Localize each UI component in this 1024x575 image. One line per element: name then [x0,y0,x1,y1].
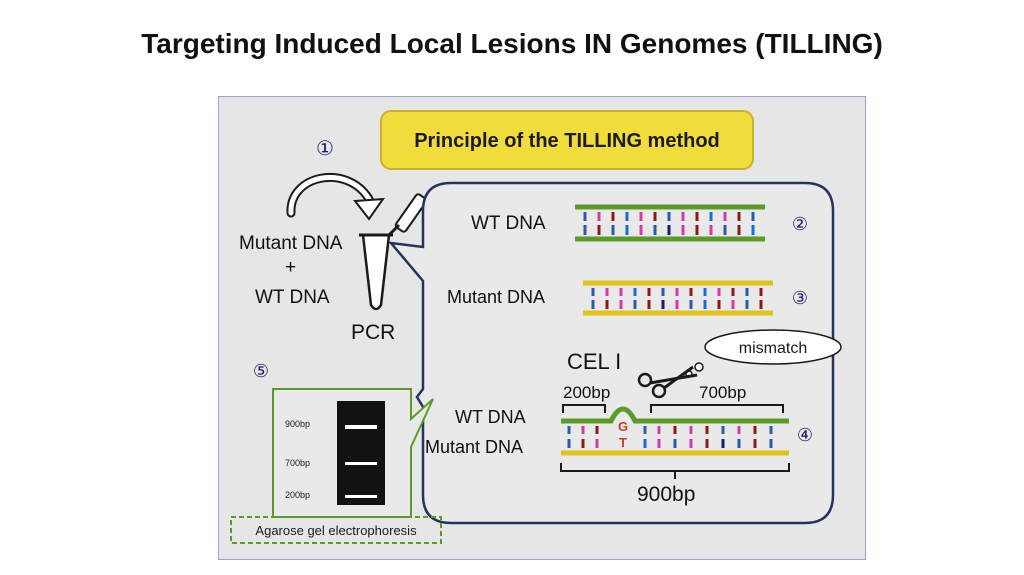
gel-marker-200: 200bp [285,490,310,500]
banner-box [380,110,754,170]
wt-dna-ladder [575,204,765,242]
left-plus-sign: + [285,257,297,278]
mutant-dna-label: Mutant DNA [447,287,546,307]
gel-band-700 [345,462,377,465]
pcr-label: PCR [351,321,396,344]
bracket-700bp [650,404,784,413]
cel1-label: CEL I [567,349,622,374]
banner-text: Principle of the TILLING method [414,130,720,152]
step-4-marker: ④ [797,425,813,445]
gel-band-900 [345,425,377,429]
mismatch-base-top: G [618,419,628,434]
left-mutant-dna-label: Mutant DNA [239,233,343,254]
bracket-200bp [562,404,606,413]
curved-arrow-icon [286,172,374,218]
scissors-icon [637,365,698,399]
step-2-marker: ② [792,214,808,234]
diagram-canvas: Principle of the TILLING method ① [230,110,842,544]
gel-caption: Agarose gel electrophoresis [255,523,417,538]
fragment-700bp-label: 700bp [699,383,747,402]
left-wt-dna-label: WT DNA [255,287,330,308]
full-length-label: 900bp [637,483,696,506]
step-3-marker: ③ [792,288,808,308]
heteroduplex-wt-label: WT DNA [455,407,526,427]
wt-dna-label: WT DNA [471,213,546,234]
tilling-diagram: Principle of the TILLING method ① [218,96,866,560]
step-5-marker: ⑤ [253,361,269,381]
arrow-head-icon [353,197,386,221]
gel-marker-700: 700bp [285,458,310,468]
pipette-icon [385,193,428,239]
detail-panel [387,181,835,525]
mismatch-label: mismatch [739,340,807,357]
pcr-tube-icon [361,233,391,311]
heteroduplex-mutant-label: Mutant DNA [425,437,524,457]
mismatch-base-bottom: T [619,435,627,450]
gel-image [337,401,385,505]
fragment-200bp-label: 200bp [563,383,611,402]
heteroduplex [561,406,789,456]
mutant-dna-ladder [583,280,773,316]
gel-band-200 [345,495,377,498]
gel-caption-box [230,516,442,544]
slide-title: Targeting Induced Local Lesions IN Genom… [141,28,883,59]
step-1-marker: ① [316,138,334,160]
gel-marker-900: 900bp [285,419,310,429]
